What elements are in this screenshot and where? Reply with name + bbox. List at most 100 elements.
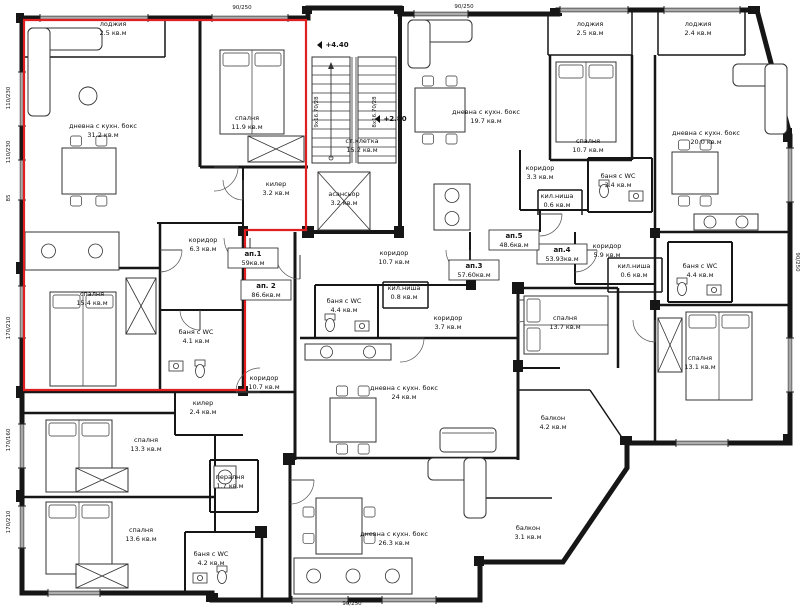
room-area: 11.9 кв.м <box>231 123 262 131</box>
toilet <box>217 570 227 584</box>
room-area: 4.1 кв.м <box>182 337 209 345</box>
column <box>394 6 404 14</box>
room-area: 5.9 кв.м <box>593 251 620 259</box>
room-label: асансьор <box>328 190 359 198</box>
furniture-kitchen-counter <box>433 183 471 231</box>
furniture-chair <box>302 506 315 518</box>
column <box>783 128 792 142</box>
room-area: 10.7 кв.м <box>572 146 603 154</box>
room-label: дневна с кухн. бокс <box>452 108 520 116</box>
furniture-chair <box>445 75 458 87</box>
kitchen-burner <box>384 568 400 584</box>
furniture-chair <box>95 135 108 147</box>
wall <box>589 389 628 446</box>
furniture-chair <box>357 443 370 455</box>
column <box>513 360 523 372</box>
toilet <box>599 184 609 198</box>
dimension-label: 170/210 <box>6 510 12 533</box>
furniture-round-table <box>78 86 98 106</box>
room-area: 2.4 кв.м <box>189 408 216 416</box>
sink <box>628 190 644 202</box>
room-area: 26.3 кв.м <box>378 539 409 547</box>
furniture-chair <box>422 75 434 87</box>
furniture-table <box>414 87 466 133</box>
room-area: 4.4 кв.м <box>686 271 713 279</box>
furniture-corner-sofa <box>407 19 431 69</box>
room-label: спалня <box>134 436 158 444</box>
furniture-table <box>329 397 377 443</box>
room-label: кил.ниша <box>618 262 651 270</box>
kitchen-burner <box>444 188 460 203</box>
room-area: 10.7 кв.м <box>378 258 409 266</box>
apartment-label: ап.3 <box>465 262 482 270</box>
sink <box>711 286 718 293</box>
room-area: 3.2 кв.м <box>262 189 289 197</box>
door-arc <box>539 213 563 237</box>
column <box>550 8 562 16</box>
room-label: лоджия <box>685 20 712 28</box>
room-area: 6.3 кв.м <box>189 245 216 253</box>
furniture-table <box>671 151 719 195</box>
column <box>16 13 24 23</box>
furniture-wardrobe <box>247 135 305 163</box>
furniture-pillow <box>558 64 584 79</box>
level-mark-flag <box>375 115 380 123</box>
washing-machine <box>217 469 233 485</box>
furniture-chair <box>302 532 315 544</box>
furniture-kitchen-counter <box>24 231 120 271</box>
sink <box>358 322 365 329</box>
furniture-pillow <box>81 422 110 437</box>
apartment-area: 57.60кв.м <box>457 271 490 279</box>
room-label: спалня <box>688 354 712 362</box>
dimension-label: 85 <box>6 194 12 201</box>
room-area: 13.1 кв.м <box>684 363 715 371</box>
apartment-area: 59кв.м <box>242 259 265 267</box>
toilet <box>325 318 335 332</box>
room-area: 4.2 кв.м <box>539 423 566 431</box>
stair-note: 9x16.70/28 <box>314 96 320 128</box>
door-arc <box>399 337 425 363</box>
kitchen-burner <box>735 215 749 229</box>
furniture-wardrobe <box>125 277 157 335</box>
furniture-chair <box>70 195 82 207</box>
kitchen-burner <box>88 243 103 259</box>
room-area: 3.4 кв.м <box>604 181 631 189</box>
furniture-kitchen-counter <box>693 213 759 231</box>
furniture-chair <box>70 135 82 147</box>
furniture-chair <box>699 195 712 207</box>
dimension-label: 110/230 <box>6 86 12 109</box>
sink <box>196 575 203 582</box>
door-arc <box>213 166 239 192</box>
column <box>466 280 476 290</box>
room-label: ст.клетка <box>345 137 378 145</box>
dimension-label: 170/210 <box>6 316 12 339</box>
furniture-chair <box>363 532 376 544</box>
column <box>302 226 314 238</box>
furniture-chair <box>357 385 370 397</box>
furniture-wardrobe <box>75 467 129 493</box>
furniture-pillow <box>85 294 114 309</box>
furniture-table <box>61 147 117 195</box>
washing-machine <box>213 465 237 489</box>
room-area: 20.0 кв.м <box>690 138 721 146</box>
furniture-wardrobe <box>657 317 683 373</box>
door-arc <box>179 309 201 331</box>
kitchen-burner <box>444 211 460 226</box>
room-label: дневна с кухн. бокс <box>672 129 740 137</box>
furniture-pillow <box>588 64 614 79</box>
room-area: 13.3 кв.м <box>130 445 161 453</box>
apartment-area: 48.6кв.м <box>499 241 528 249</box>
room-label: спалня <box>235 114 259 122</box>
room-area: 4.2 кв.м <box>197 559 224 567</box>
kitchen-burner <box>363 345 376 359</box>
column <box>16 490 24 502</box>
apartment-label: ап.1 <box>244 250 261 258</box>
apartment-label-box <box>536 243 588 265</box>
furniture-pillow <box>222 52 250 67</box>
column <box>650 300 660 310</box>
kitchen-burner <box>345 568 361 584</box>
room-label: коридор <box>189 236 218 244</box>
apartment-label: ап.5 <box>505 232 522 240</box>
room-area: 2.5 кв.м <box>99 29 126 37</box>
